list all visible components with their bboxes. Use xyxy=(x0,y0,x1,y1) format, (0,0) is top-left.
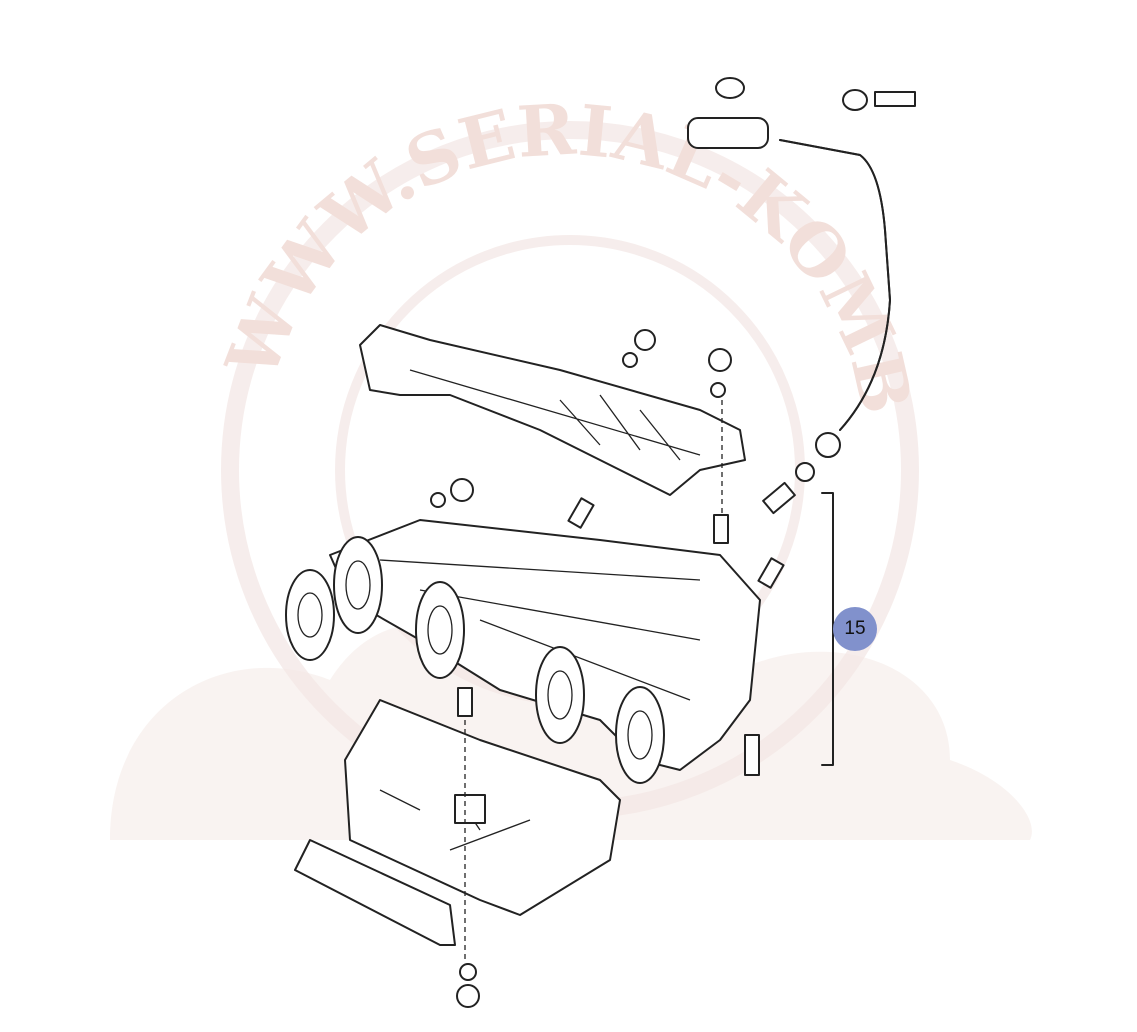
gasket-strip xyxy=(294,839,456,946)
studs-and-nuts xyxy=(430,329,785,1008)
exhaust-manifold xyxy=(285,519,761,784)
flange-gaskets xyxy=(285,536,665,784)
callout-number: 15 xyxy=(844,618,866,639)
heat-shield-upper xyxy=(359,324,746,496)
heat-shield-lower xyxy=(344,699,621,916)
part-callout-15[interactable]: 15 xyxy=(833,607,877,651)
pipe-and-fittings xyxy=(687,77,916,515)
